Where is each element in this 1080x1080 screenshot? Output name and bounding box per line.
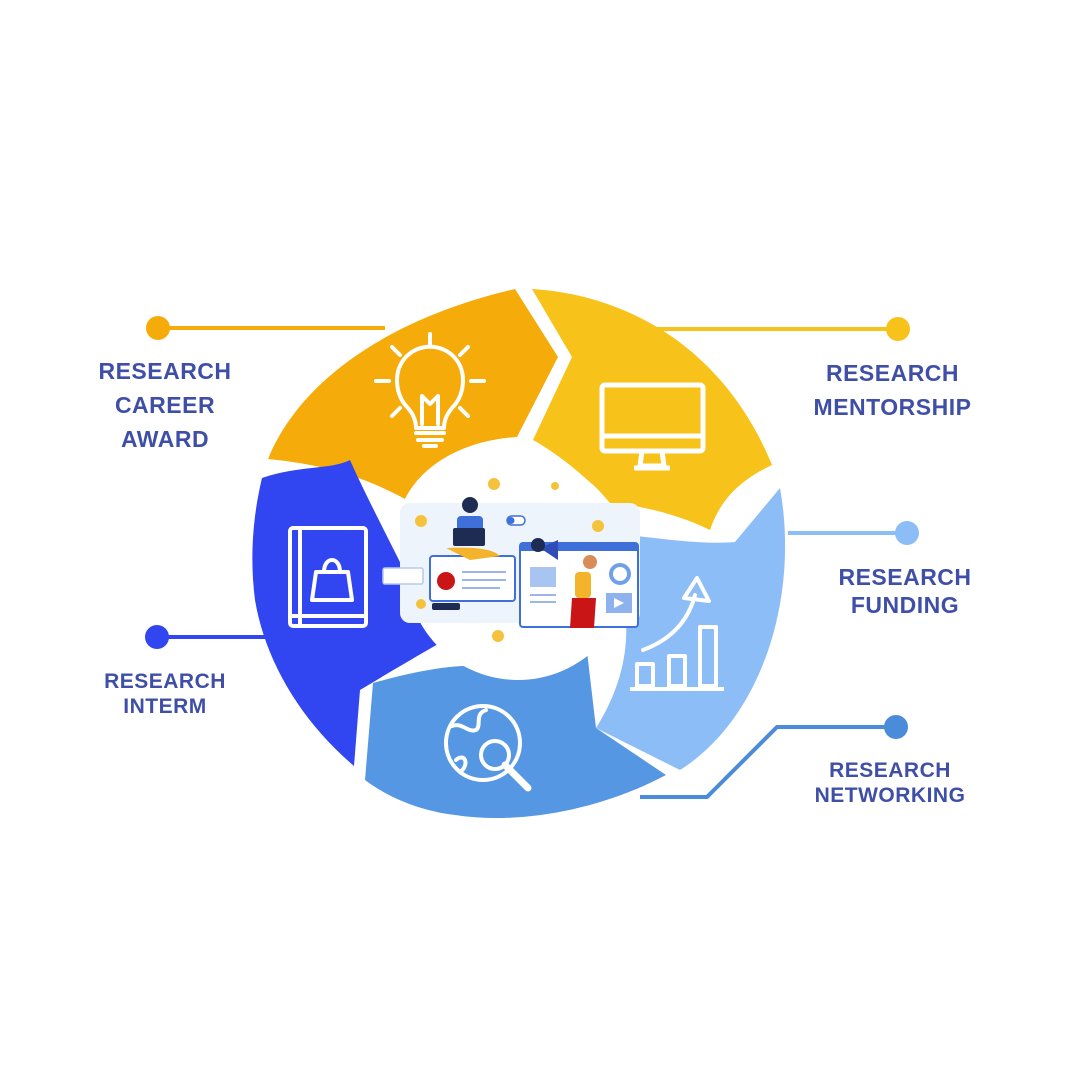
globe-search-icon [444, 704, 532, 792]
label-research-funding: RESEARCH FUNDING [838, 564, 972, 618]
segment-career [268, 289, 558, 499]
label-research-networking: RESEARCH NETWORKING [814, 759, 966, 807]
monitor-icon [599, 382, 706, 471]
lightbulb-icon [374, 332, 486, 448]
ring [252, 289, 786, 819]
connectors [145, 316, 919, 799]
segment-mentor [532, 289, 772, 530]
growth-chart-icon [630, 576, 724, 691]
connector-dot-career [146, 316, 170, 340]
connector-dot-funding [895, 521, 919, 545]
book-bag-icon [288, 526, 368, 628]
connector-dot-interm [145, 625, 169, 649]
label-research-mentorship: RESEARCH MENTORSHIP [813, 360, 972, 420]
center-illustration [382, 456, 640, 680]
connector-dot-network [884, 715, 908, 739]
connector-network [640, 725, 896, 799]
connector-dot-mentor [886, 317, 910, 341]
label-research-interm: RESEARCH INTERM [104, 670, 226, 718]
segment-funding [596, 488, 786, 770]
label-research-career-award: RESEARCH CAREER AWARD [98, 358, 232, 452]
segment-network [365, 643, 666, 819]
